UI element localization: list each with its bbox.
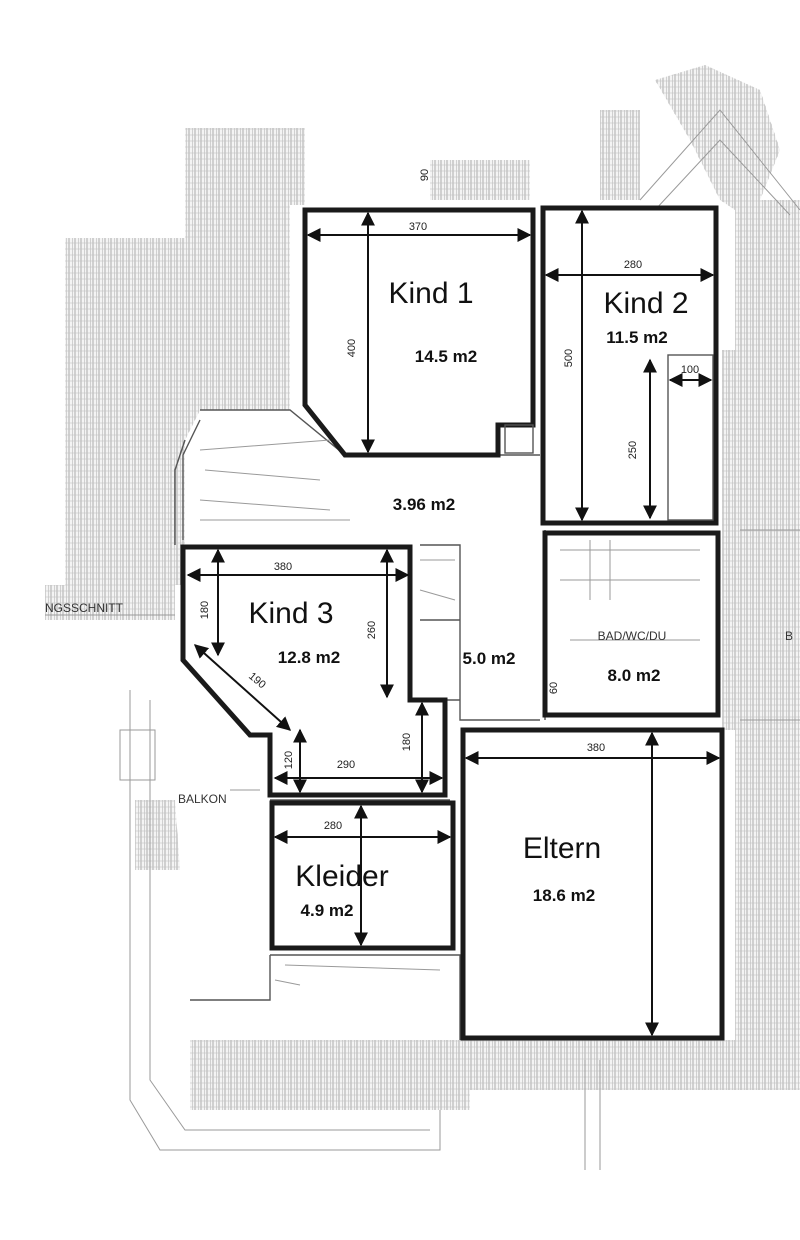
wall-bad bbox=[542, 530, 721, 718]
kind1-name: Kind 1 bbox=[388, 277, 473, 310]
bad-area: 8.0 m2 bbox=[608, 666, 661, 685]
kind3-bottom-width-label: 290 bbox=[337, 759, 355, 771]
wall-kind2 bbox=[540, 205, 719, 526]
balkon-label: BALKON bbox=[178, 792, 227, 806]
eltern-area: 18.6 m2 bbox=[533, 886, 595, 905]
top-dim-label: 90 bbox=[419, 169, 431, 181]
roof-hatching bbox=[45, 65, 800, 1110]
kind3-side-label: 180 bbox=[199, 601, 211, 619]
wall-kind3 bbox=[180, 544, 448, 798]
eltern-name: Eltern bbox=[523, 832, 601, 865]
kind3-bottom-left-label: 120 bbox=[283, 751, 295, 769]
flur2-area: 5.0 m2 bbox=[463, 649, 516, 668]
dimension-lines bbox=[186, 209, 721, 1037]
kind2-name: Kind 2 bbox=[603, 287, 688, 320]
exterior-annotations: NGSSCHNITT BALKON B bbox=[45, 601, 793, 806]
kind3-bottom-right-label: 180 bbox=[401, 733, 413, 751]
kind2-area: 11.5 m2 bbox=[606, 328, 667, 347]
schnitt-label: NGSSCHNITT bbox=[45, 601, 124, 615]
bad-code-label: 60 bbox=[548, 682, 560, 694]
sketch-details bbox=[119, 439, 700, 986]
niche-depth-label: 250 bbox=[627, 441, 639, 459]
eltern-width-label: 380 bbox=[587, 742, 605, 754]
kind3-depth-label: 260 bbox=[366, 621, 378, 639]
wall-kleider bbox=[269, 800, 456, 951]
room-walls bbox=[180, 205, 725, 1041]
niche-width-label: 100 bbox=[681, 364, 699, 376]
room-labels: Kind 1 14.5 m2 Kind 2 11.5 m2 3.96 m2 Ki… bbox=[248, 277, 688, 920]
kind1-area: 14.5 m2 bbox=[415, 347, 477, 366]
kleider-width-label: 280 bbox=[324, 820, 342, 832]
wall-eltern bbox=[460, 727, 725, 1041]
kleider-area: 4.9 m2 bbox=[301, 901, 354, 920]
kind3-diagonal-label: 190 bbox=[246, 670, 268, 691]
kind2-depth-label: 500 bbox=[563, 349, 575, 367]
kind2-width-label: 280 bbox=[624, 259, 642, 271]
kleider-name: Kleider bbox=[295, 860, 388, 893]
fixture-kind1 bbox=[504, 424, 534, 454]
flur-area: 3.96 m2 bbox=[393, 495, 455, 514]
kind3-area: 12.8 m2 bbox=[278, 648, 340, 667]
kind3-width-label: 380 bbox=[274, 561, 292, 573]
niche-kind2 bbox=[667, 354, 714, 521]
kind3-name: Kind 3 bbox=[248, 597, 333, 630]
kind1-width-label: 370 bbox=[409, 221, 427, 233]
kind1-depth-label: 400 bbox=[346, 339, 358, 357]
bad-name: BAD/WC/DU bbox=[598, 629, 667, 643]
wall-kind1 bbox=[302, 207, 536, 458]
right-edge-label: B bbox=[785, 629, 793, 643]
